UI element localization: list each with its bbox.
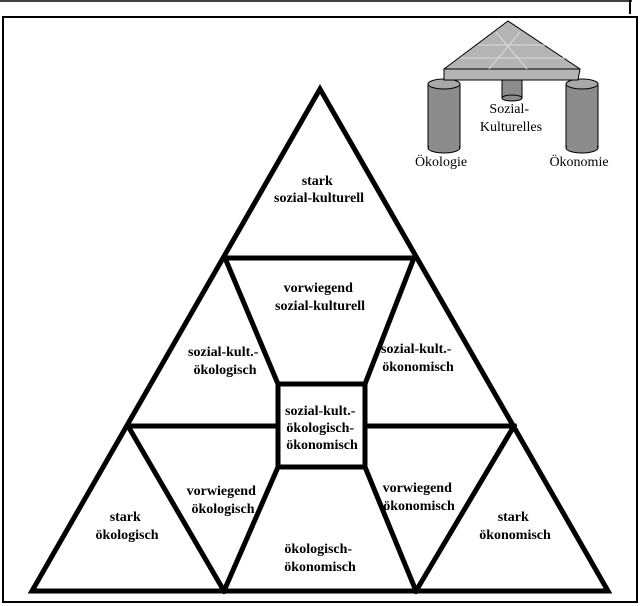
left-pillar: [427, 78, 461, 154]
divider-lower-left-diagonal-1: [124, 422, 228, 595]
label-bottom-right: stark ökonomisch: [479, 510, 551, 543]
pyramid-outline: [27, 83, 613, 594]
label-bottom-center: ökologisch- ökonomisch: [284, 542, 356, 575]
center-pillar: [501, 79, 523, 102]
icon-label-right: Ökonomie: [549, 153, 608, 170]
divider-upper-left-diagonal: [221, 254, 282, 388]
label-right-mid: sozial-kult.- ökonomisch: [381, 342, 455, 375]
label-lower-right: vorwiegend ökonomisch: [383, 481, 456, 514]
label-center: sozial-kult.- ökologisch- ökonomisch: [285, 404, 359, 453]
label-top: stark sozial-kulturell: [274, 174, 364, 206]
label-left-mid: sozial-kult.- ökologisch: [188, 345, 262, 378]
label-lower-left: vorwiegend ökologisch: [187, 484, 260, 517]
label-bottom-left: stark ökologisch: [95, 510, 158, 543]
center-square: [275, 381, 368, 470]
icon-label-left: Ökologie: [415, 153, 467, 170]
divider-lower-right-diagonal-1: [361, 463, 420, 595]
region-labels: stark sozial-kulturell vorwiegend sozial…: [95, 174, 551, 575]
label-upper-center: vorwiegend sozial-kulturell: [275, 281, 365, 314]
three-pillar-table-icon: [427, 20, 599, 154]
pyramid-lines: [27, 83, 613, 595]
divider-upper-right-diagonal: [361, 254, 418, 388]
icon-labels: Sozial- Kulturelles Ökologie Ökonomie: [415, 102, 609, 170]
right-pillar: [565, 78, 599, 154]
divider-lower-left-diagonal-2: [220, 463, 282, 595]
icon-label-center: Sozial- Kulturelles: [480, 102, 542, 135]
divider-lower-right-diagonal-2: [412, 422, 518, 595]
